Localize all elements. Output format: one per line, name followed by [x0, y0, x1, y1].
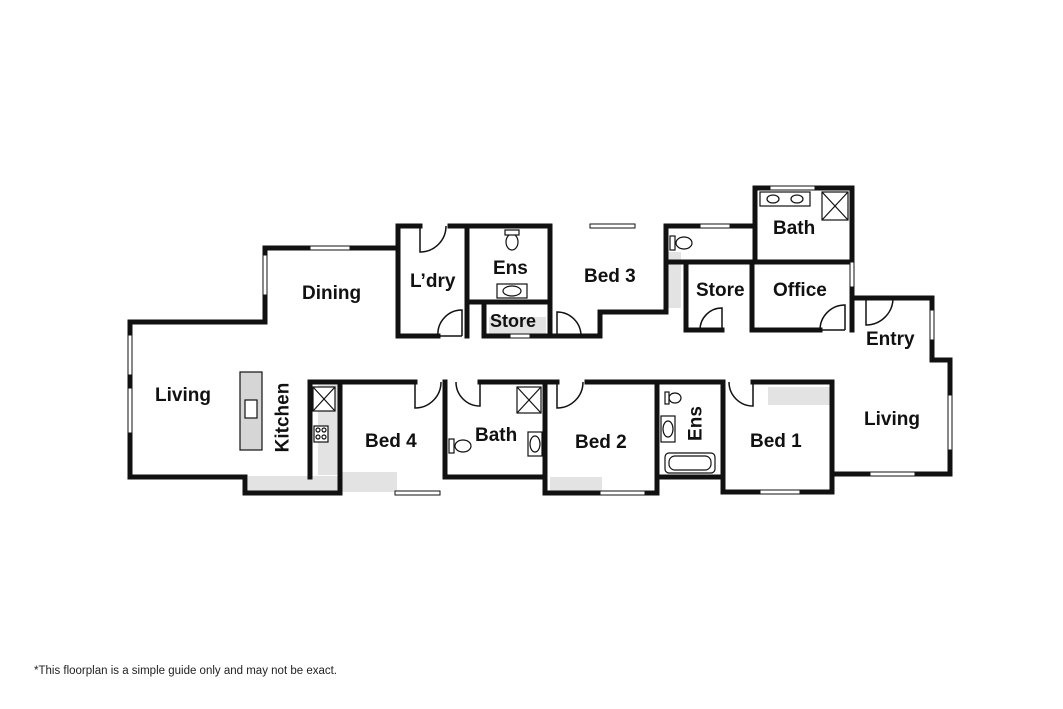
room-label-office: Office — [773, 280, 827, 301]
room-label-entry: Entry — [866, 329, 915, 350]
room-label-store-mid: Store — [696, 280, 745, 301]
room-label-bath-mid: Bath — [475, 425, 518, 446]
windows — [127, 185, 953, 496]
room-label-laundry: L’dry — [410, 271, 456, 292]
room-label-bed3: Bed 3 — [584, 266, 636, 287]
room-label-store-small: Store — [490, 311, 537, 331]
room-label-living-right: Living — [864, 409, 920, 430]
room-label-dining: Dining — [302, 283, 362, 304]
room-label-bed2: Bed 2 — [575, 432, 627, 453]
disclaimer-text: *This floorplan is a simple guide only a… — [34, 665, 337, 677]
room-label-bath-top: Bath — [773, 218, 816, 239]
room-label-bed1: Bed 1 — [750, 431, 802, 452]
fixtures — [239, 191, 849, 474]
room-label-ensuite-bottom: Ens — [685, 406, 707, 441]
room-label-kitchen: Kitchen — [272, 382, 294, 453]
room-label-living-left: Living — [155, 385, 211, 406]
doors — [414, 225, 894, 409]
room-label-ensuite-top: Ens — [493, 258, 528, 279]
room-label-bed4: Bed 4 — [365, 431, 417, 452]
